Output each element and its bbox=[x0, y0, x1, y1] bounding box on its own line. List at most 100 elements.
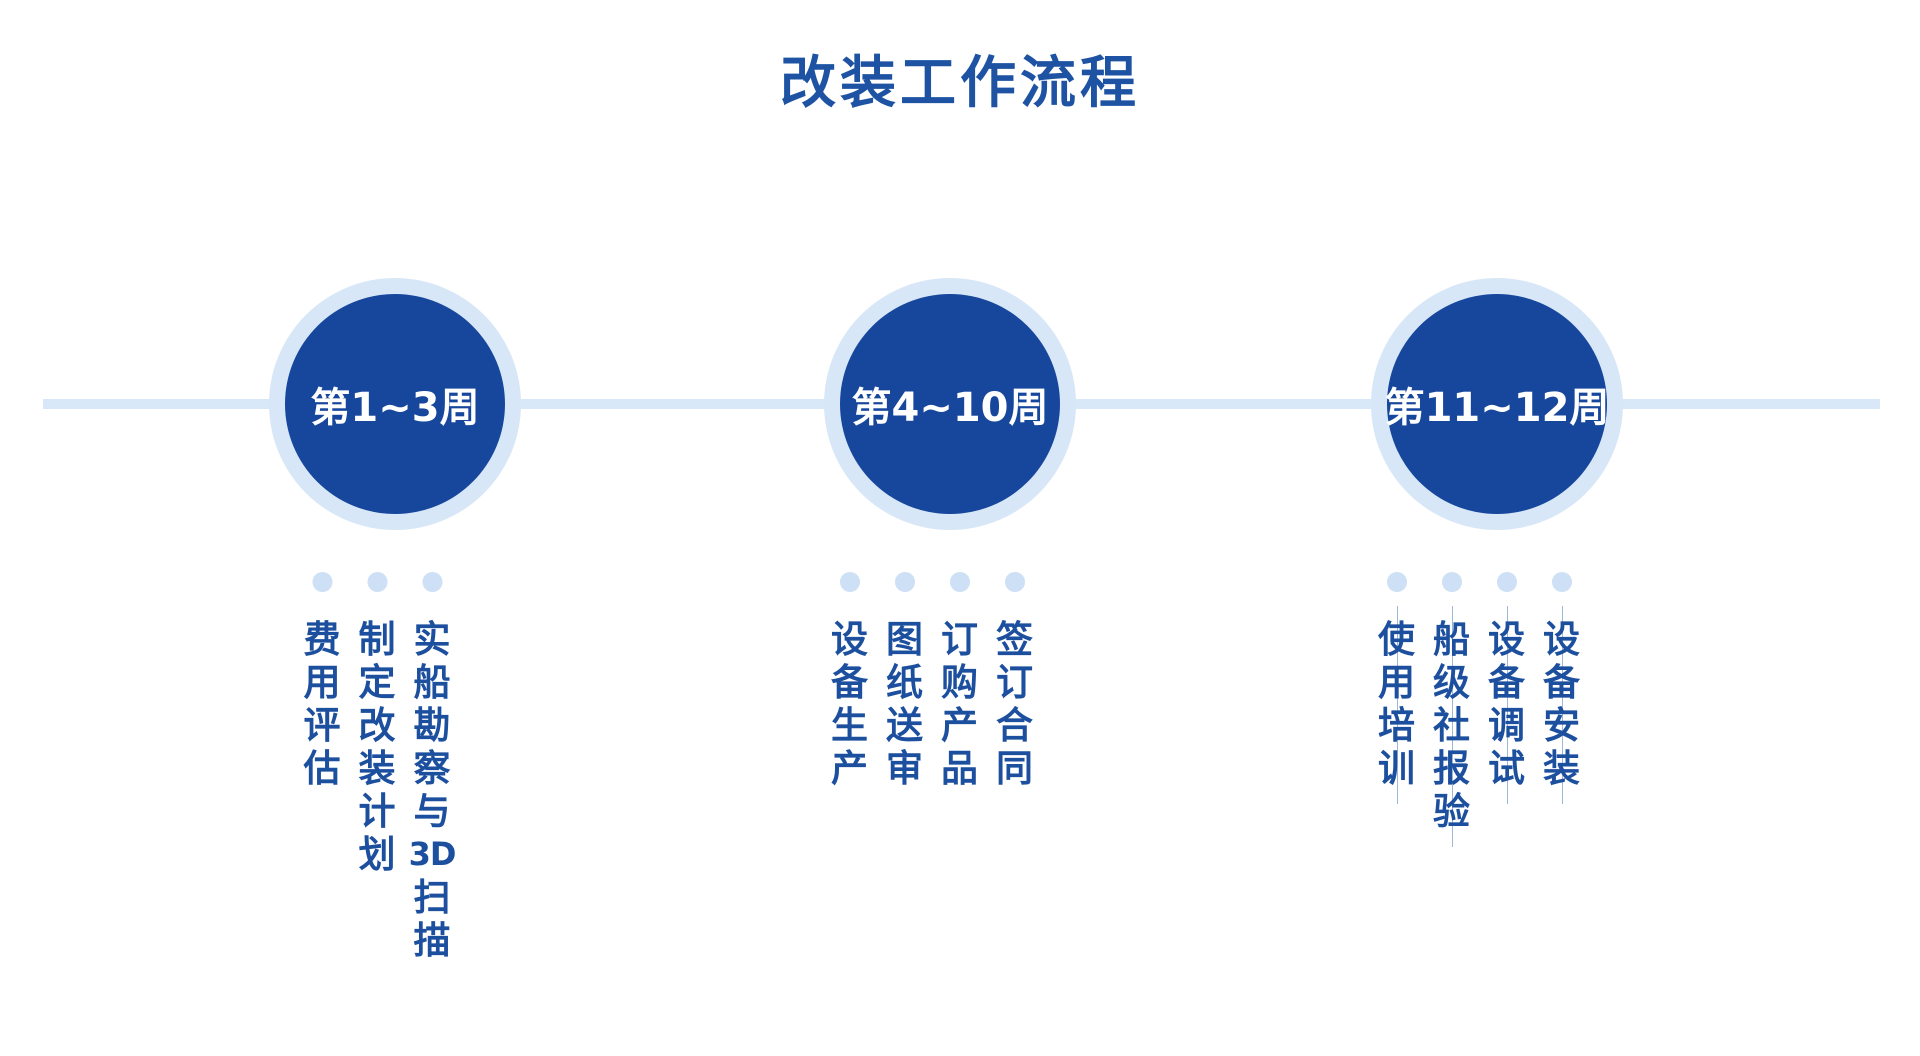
phase-week-label: 第1~3周 bbox=[310, 385, 480, 431]
task-char: 勘 bbox=[413, 704, 451, 747]
task-char: 社 bbox=[1433, 704, 1470, 747]
phase-circle: 第11~12周 bbox=[1384, 294, 1610, 514]
task-text-vertical: 设备生产 bbox=[828, 618, 872, 790]
task-column: 图纸送审 bbox=[877, 572, 932, 790]
task-char: 装 bbox=[1543, 747, 1580, 790]
task-char: 用 bbox=[303, 661, 341, 704]
phase-task-columns: 签订合同订购产品图纸送审设备生产 bbox=[822, 572, 1042, 790]
task-column: 费用评估 bbox=[295, 572, 350, 790]
task-char: 划 bbox=[358, 833, 396, 876]
task-text-vertical: 设备调试 bbox=[1485, 606, 1529, 804]
dot-icon bbox=[1386, 572, 1407, 592]
task-char: 合 bbox=[996, 704, 1033, 747]
task-char: 使 bbox=[1378, 618, 1415, 661]
phase-task-columns: 设备安装设备调试船级社报验使用培训 bbox=[1369, 572, 1589, 847]
task-char: 图 bbox=[886, 618, 923, 661]
task-text-vertical: 制定改装计划 bbox=[355, 618, 399, 876]
phase-circle-ring: 第4~10周 bbox=[824, 278, 1076, 530]
task-char: 纸 bbox=[886, 661, 923, 704]
task-char: 计 bbox=[358, 790, 396, 833]
task-char: 安 bbox=[1543, 704, 1580, 747]
task-char: 训 bbox=[1378, 747, 1415, 790]
task-char: 产 bbox=[941, 704, 978, 747]
task-char: 设 bbox=[1488, 618, 1525, 661]
task-text-vertical: 设备安装 bbox=[1540, 606, 1584, 804]
task-column: 订购产品 bbox=[932, 572, 987, 790]
task-char: 设 bbox=[831, 618, 868, 661]
leader-line bbox=[1396, 606, 1398, 804]
dot-icon bbox=[1551, 572, 1572, 592]
task-char: 备 bbox=[831, 661, 868, 704]
task-text-vertical: 订购产品 bbox=[938, 618, 982, 790]
task-char: 购 bbox=[941, 661, 978, 704]
task-char: 调 bbox=[1488, 704, 1525, 747]
phase-3-group: 第11~12周设备安装设备调试船级社报验使用培训 bbox=[1371, 278, 1623, 847]
task-text-vertical: 使用培训 bbox=[1375, 606, 1419, 804]
task-char: 设 bbox=[1543, 618, 1580, 661]
task-text-vertical: 船级社报验 bbox=[1430, 606, 1474, 847]
leader-line bbox=[1561, 606, 1563, 804]
task-column: 制定改装计划 bbox=[350, 572, 405, 876]
task-char: 订 bbox=[996, 661, 1033, 704]
task-char: 送 bbox=[886, 704, 923, 747]
task-char: 扫 bbox=[413, 876, 451, 919]
task-char: 实 bbox=[413, 618, 451, 661]
task-column: 设备生产 bbox=[822, 572, 877, 790]
dot-icon bbox=[367, 572, 387, 592]
task-column: 签订合同 bbox=[987, 572, 1042, 790]
phase-2-group: 第4~10周签订合同订购产品图纸送审设备生产 bbox=[824, 278, 1076, 790]
task-char: 同 bbox=[996, 747, 1033, 790]
task-column: 船级社报验 bbox=[1424, 572, 1479, 847]
task-char: 报 bbox=[1433, 747, 1470, 790]
task-char: 制 bbox=[358, 618, 396, 661]
task-column: 设备调试 bbox=[1479, 572, 1534, 804]
task-char: 试 bbox=[1488, 747, 1525, 790]
dot-icon bbox=[1441, 572, 1462, 592]
page-title: 改装工作流程 bbox=[780, 51, 1140, 116]
task-text-vertical: 图纸送审 bbox=[883, 618, 927, 790]
phase-circle-ring: 第1~3周 bbox=[269, 278, 521, 530]
task-char: 船 bbox=[1433, 618, 1470, 661]
task-char: 备 bbox=[1543, 661, 1580, 704]
task-char: 改 bbox=[358, 704, 396, 747]
task-text-vertical: 费用评估 bbox=[300, 618, 344, 790]
dot-icon bbox=[894, 572, 915, 592]
task-text-vertical: 签订合同 bbox=[993, 618, 1037, 790]
task-char: 估 bbox=[303, 747, 341, 790]
task-char: 描 bbox=[413, 919, 451, 962]
phase-circle: 第4~10周 bbox=[840, 294, 1060, 514]
task-char: 评 bbox=[303, 704, 341, 747]
task-char: 产 bbox=[831, 747, 868, 790]
phase-circle: 第1~3周 bbox=[285, 294, 505, 514]
dot-icon bbox=[949, 572, 970, 592]
task-char: 用 bbox=[1378, 661, 1415, 704]
task-char: 级 bbox=[1433, 661, 1470, 704]
phase-week-label: 第11~12周 bbox=[1384, 385, 1610, 431]
leader-line bbox=[1506, 606, 1508, 804]
task-char: 培 bbox=[1378, 704, 1415, 747]
phase-circle-ring: 第11~12周 bbox=[1371, 278, 1623, 530]
task-char: 察 bbox=[413, 747, 451, 790]
phase-week-label: 第4~10周 bbox=[851, 385, 1049, 431]
task-char: 与 bbox=[413, 790, 451, 833]
task-column: 使用培训 bbox=[1369, 572, 1424, 804]
dot-icon bbox=[1004, 572, 1025, 592]
task-char: 费 bbox=[303, 618, 341, 661]
leader-line bbox=[1451, 606, 1453, 847]
task-char: 船 bbox=[413, 661, 451, 704]
task-char: 3D bbox=[408, 835, 457, 873]
task-char: 审 bbox=[886, 747, 923, 790]
task-column: 设备安装 bbox=[1534, 572, 1589, 804]
task-char: 定 bbox=[358, 661, 396, 704]
task-char: 订 bbox=[941, 618, 978, 661]
task-char: 装 bbox=[358, 747, 396, 790]
dot-icon bbox=[422, 572, 442, 592]
dot-icon bbox=[312, 572, 332, 592]
dot-icon bbox=[839, 572, 860, 592]
task-char: 品 bbox=[941, 747, 978, 790]
task-char: 生 bbox=[831, 704, 868, 747]
